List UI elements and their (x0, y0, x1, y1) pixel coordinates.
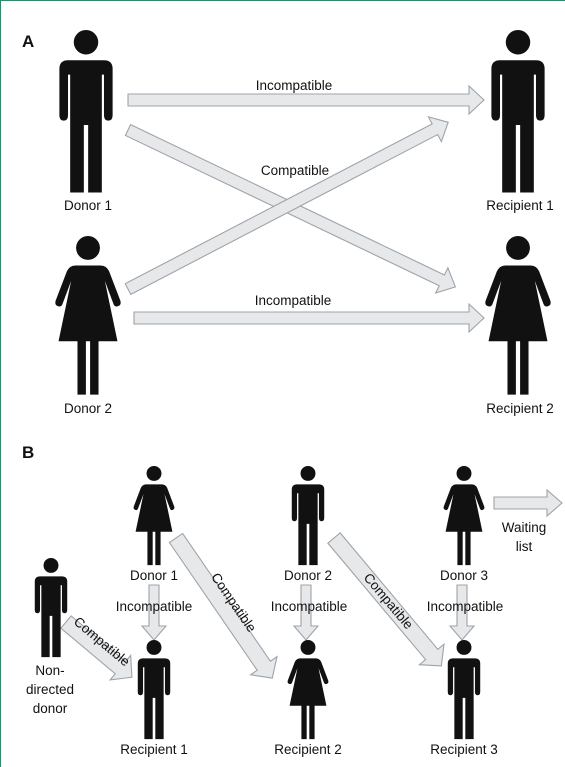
non-directed-donor-figure (34, 558, 68, 658)
waiting-list-label-line-1: Waiting (502, 520, 547, 535)
label-a-compatible: Compatible (261, 163, 329, 178)
arrow-b-waiting-list (493, 488, 563, 518)
donor-2-figure (55, 236, 121, 395)
arrow-b-donor3-down (448, 584, 476, 641)
recipient-b1-label: Recipient 1 (120, 742, 188, 757)
recipient-2-label: Recipient 2 (486, 401, 554, 416)
donor-1-label: Donor 1 (64, 198, 112, 213)
recipient-b3-label: Recipient 3 (430, 742, 498, 757)
recipient-b2-label: Recipient 2 (274, 742, 342, 757)
non-directed-label-line-2: directed (26, 682, 74, 697)
recipient-b2-figure (287, 640, 329, 740)
arrow-a-donor2-recipient1 (124, 115, 449, 296)
arrow-a-top-incompatible (127, 84, 485, 116)
donor-1-figure (59, 30, 113, 193)
arrow-b-donor2-down (292, 584, 320, 641)
donor-b2-label: Donor 2 (284, 568, 332, 583)
recipient-1-label: Recipient 1 (486, 198, 554, 213)
recipient-b1-figure (137, 640, 171, 740)
non-directed-label-line-1: Non- (35, 663, 64, 678)
label-b-incompatible-1: Incompatible (116, 599, 193, 614)
panel-b-label: B (22, 443, 34, 462)
arrow-a-bottom-incompatible (133, 302, 485, 334)
donor-2-label: Donor 2 (64, 401, 112, 416)
donor-b1-label: Donor 1 (130, 568, 178, 583)
arrow-b-donor2-recipient3 (327, 532, 445, 667)
donor-b2-figure (291, 466, 325, 566)
recipient-b3-figure (447, 640, 481, 740)
non-directed-label-line-3: donor (33, 701, 68, 716)
recipient-1-figure (491, 30, 545, 193)
label-b-incompatible-2: Incompatible (271, 599, 348, 614)
waiting-list-label-line-2: list (516, 539, 533, 554)
label-b-compatible-donor2: Compatible (361, 570, 416, 632)
donor-b1-figure (133, 466, 175, 566)
label-a-incompatible-bottom: Incompatible (255, 293, 332, 308)
donor-b3-label: Donor 3 (440, 568, 488, 583)
arrow-b-nondirected-recipient1 (60, 615, 133, 681)
arrow-b-donor1-recipient2 (168, 532, 278, 679)
panel-a-label: A (22, 32, 34, 51)
donor-b3-figure (443, 466, 485, 566)
arrow-b-donor1-down (140, 584, 168, 641)
label-a-incompatible-top: Incompatible (256, 78, 333, 93)
recipient-2-figure (485, 236, 551, 395)
label-b-incompatible-3: Incompatible (427, 599, 504, 614)
